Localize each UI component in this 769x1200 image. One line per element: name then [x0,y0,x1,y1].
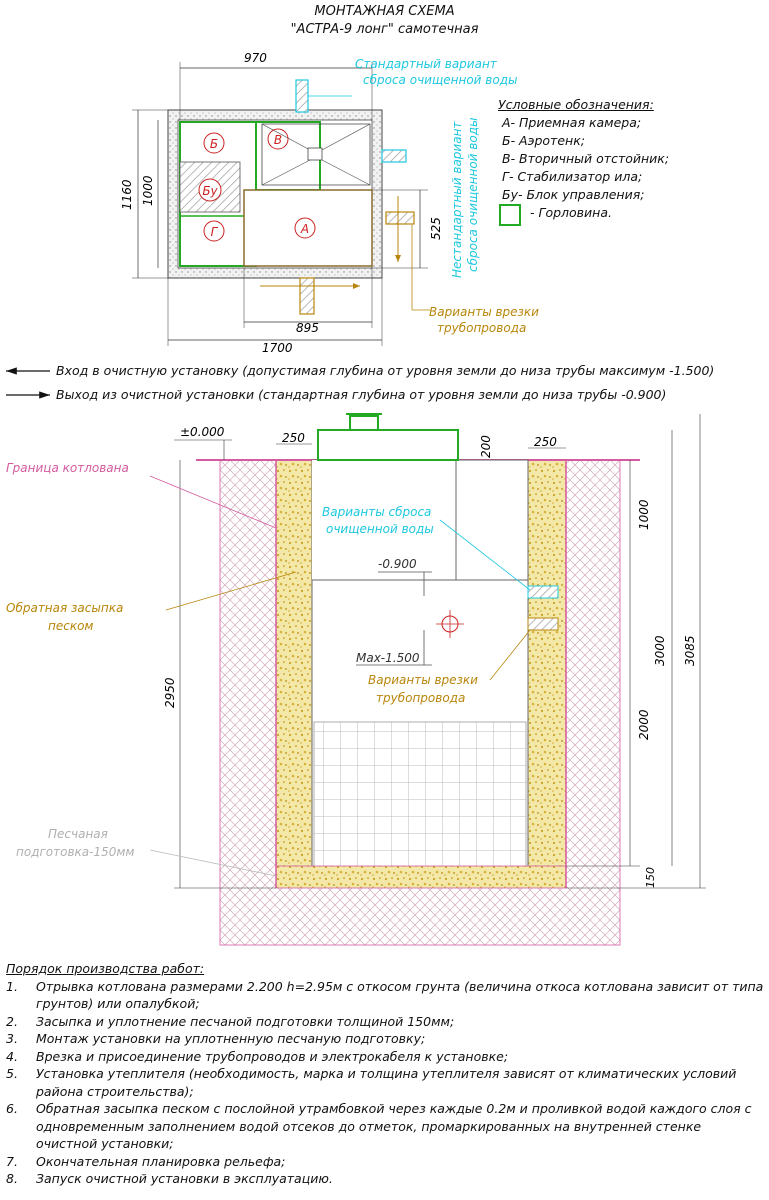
pit-border-label: Граница котлована [6,461,129,475]
sand-bed-line2: подготовка-150мм [16,845,134,859]
dim-2000: 2000 [637,709,651,740]
legend-item-b: Б- Аэротенк; [502,133,585,148]
title-line2: "АСТРА-9 лонг" самотечная [290,22,479,37]
backfill-line2: песком [48,619,93,633]
legend-header: Условные обозначения: [498,97,654,112]
outlet-label: Выход из очистной установки (стандартная… [56,387,667,402]
legend-hatch-label: - Горловина. [530,205,612,220]
legend: Условные обозначения: А- Приемная камера… [498,96,669,222]
standard-outlet-line1: Стандартный вариант [355,57,498,71]
dim-200: 200 [479,435,493,458]
legend-item-a: А- Приемная камера; [502,115,642,130]
list-item: 2.Засыпка и уплотнение песчаной подготов… [6,1013,455,1029]
list-item: 8.Запуск очистной установки в эксплуатац… [6,1171,333,1186]
dim-left-inner: 1000 [141,175,155,206]
list-item: 1.Отрывка котлована размерами 2.200 h=2.… [6,978,764,1012]
dim-250-right: 250 [534,435,557,449]
standard-outlet-line2: сброса очищенной воды [363,73,517,87]
list-item: 6.Обратная засыпка песком с послойной ут… [6,1101,752,1151]
section-pipe-variants-line1: Варианты врезки [368,673,478,687]
dim-left-outer: 1160 [120,179,134,210]
outlet-variants-line1: Варианты сброса [322,505,431,519]
legend-item-g: Г- Стабилизатор ила; [502,169,643,184]
dim-2950: 2950 [163,677,177,708]
inlet-label: Вход в очистную установку (допустимая гл… [56,363,715,378]
steps-header: Порядок производства работ: [6,961,205,976]
list-item: 7.Окончательная планировка рельефа; [6,1153,286,1169]
nonstandard-outlet-line2: сброса очищенной воды [466,118,480,272]
outlet-variants-line2: очищенной воды [326,522,434,536]
compartment-v: В [274,133,282,147]
work-steps: Порядок производства работ: 1.Отрывка ко… [6,960,766,1188]
plan-pipe-variants-line2: трубопровода [437,321,526,335]
section-pipe-variants-line2: трубопровода [376,691,465,705]
compartment-bu: Бу [202,184,218,198]
nonstandard-outlet-line1: Нестандартный вариант [450,121,464,278]
sand-bed-line1: Песчаная [48,827,108,841]
ground-level: ±0.000 [180,425,225,439]
dim-bottom-inner: 895 [296,321,319,335]
list-item: 3.Монтаж установки на уплотненную песчан… [6,1031,426,1046]
dim-top: 970 [244,51,267,65]
dim-right: 525 [429,217,443,240]
list-item: 4.Врезка и присоединение трубопроводов и… [6,1048,509,1064]
list-item: 5.Установка утеплителя (необходимость, м… [6,1066,737,1099]
dim-150: 150 [644,867,657,888]
dim-bottom-outer: 1700 [262,341,293,355]
legend-item-v: В- Вторичный отстойник; [502,151,670,166]
dim-250-left: 250 [282,431,305,445]
level-15: Max-1.500 [356,651,420,665]
scheme-drawing: Б В Бу Г А 970 1160 1000 525 895 [5,51,706,946]
level-09: -0.900 [378,557,417,571]
plan-pipe-variants-line1: Варианты врезки [429,305,539,319]
compartment-b: Б [210,137,218,151]
compartment-g: Г [211,225,219,239]
section-view: -0.900 Max-1.500 ±0.000 250 200 250 2950… [6,413,706,946]
legend-item-bu: Бу- Блок управления; [502,187,645,202]
dim-3000: 3000 [653,635,667,666]
dim-3085: 3085 [683,635,697,666]
dim-1000: 1000 [637,499,651,530]
backfill-line1: Обратная засыпка [6,601,123,615]
compartment-a: А [300,222,309,236]
hatch-legend-swatch [499,204,521,226]
title-line1: МОНТАЖНАЯ СХЕМА [314,4,455,19]
plan-view: Б В Бу Г А 970 1160 1000 525 895 [120,51,539,355]
